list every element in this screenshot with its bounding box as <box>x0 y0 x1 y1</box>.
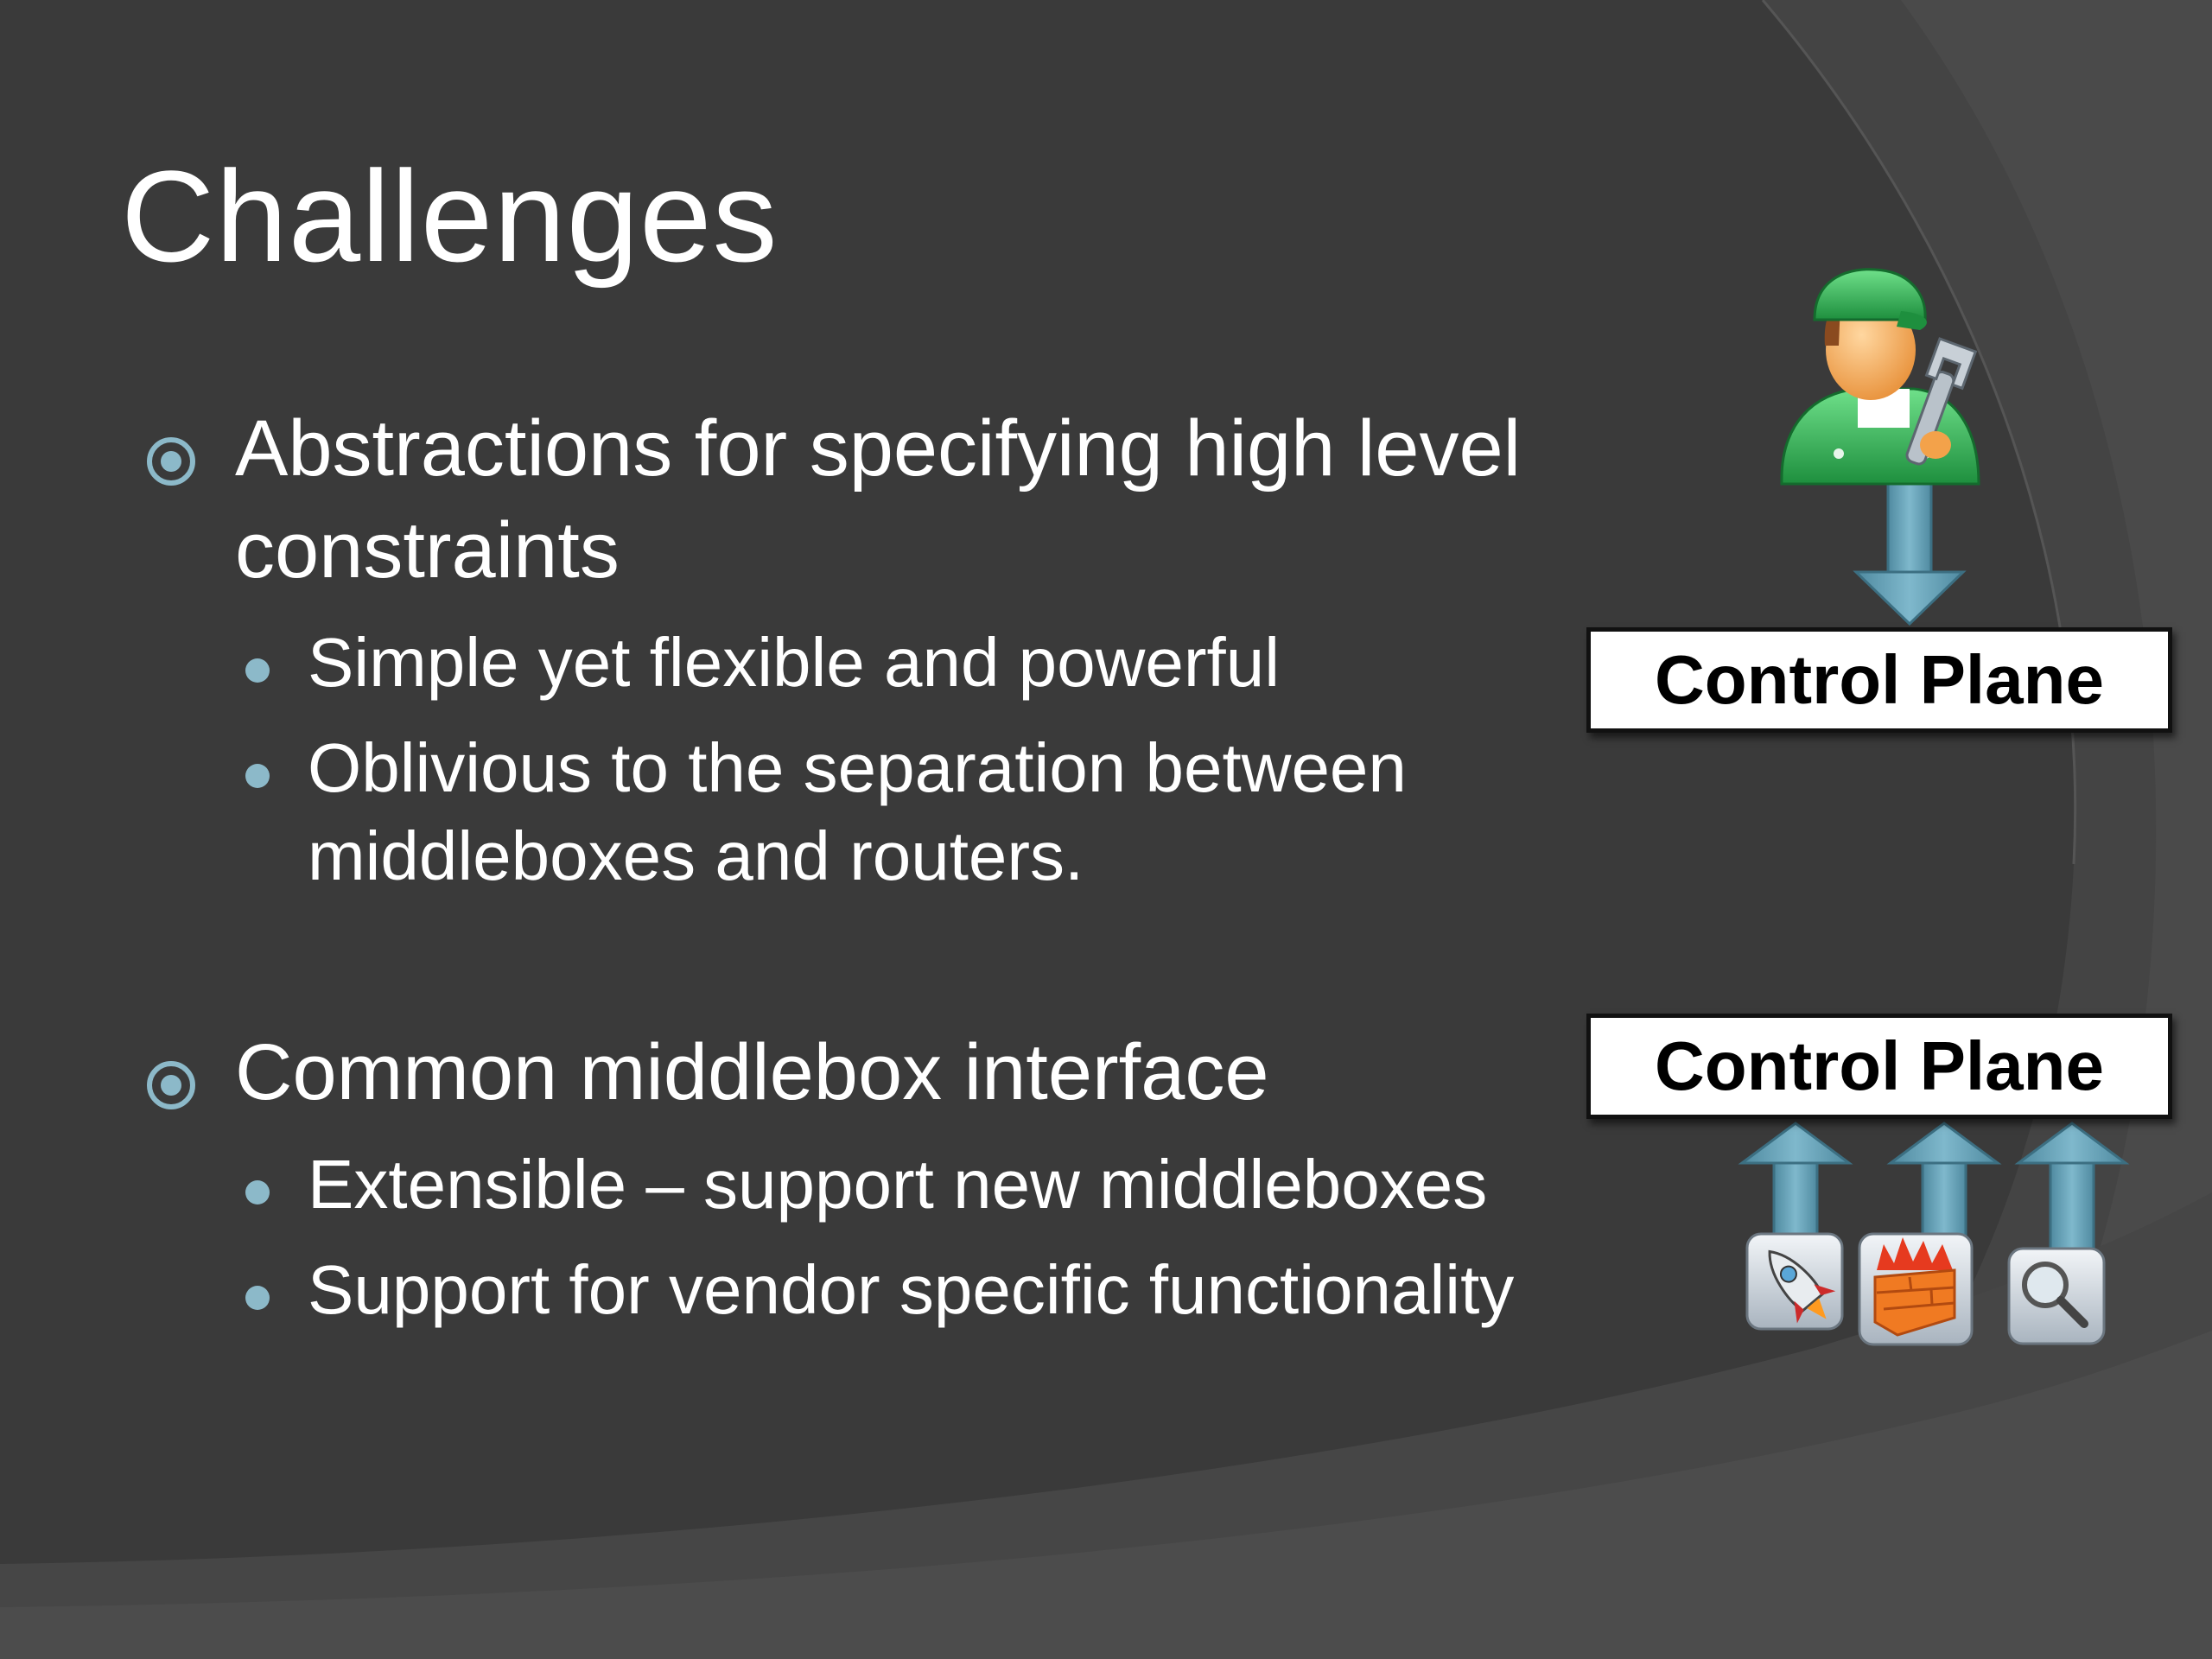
sub-bullet-item: Simple yet flexible and powerful <box>138 619 1659 707</box>
bullet-list: Abstractions for specifying high level c… <box>138 397 1659 1334</box>
target-bullet-icon <box>147 1061 195 1109</box>
bullet-item: Abstractions for specifying high level c… <box>138 397 1659 900</box>
dot-bullet-icon <box>245 1286 270 1310</box>
sub-bullet-item: Extensible – support new middleboxes <box>138 1141 1659 1229</box>
sub-bullet-item: Support for vendor specific functionalit… <box>138 1246 1659 1334</box>
control-plane-box-top: Control Plane <box>1586 627 2172 733</box>
sub-bullet-text: Support for vendor specific functionalit… <box>308 1251 1515 1328</box>
dot-bullet-icon <box>245 764 270 788</box>
dot-bullet-icon <box>245 658 270 683</box>
sub-bullet-item: Oblivious to the separation between midd… <box>138 724 1659 900</box>
target-bullet-icon <box>147 437 195 486</box>
sub-bullet-list: Simple yet flexible and powerful Oblivio… <box>235 619 1659 900</box>
sub-bullet-text: Simple yet flexible and powerful <box>308 624 1281 701</box>
slide-title: Challenges <box>121 143 779 289</box>
control-plane-box-bottom: Control Plane <box>1586 1014 2172 1119</box>
bullet-text: Abstractions for specifying high level c… <box>235 404 1522 594</box>
dot-bullet-icon <box>245 1180 270 1205</box>
sub-bullet-text: Extensible – support new middleboxes <box>308 1146 1488 1223</box>
bullet-text: Common middlebox interface <box>235 1028 1269 1116</box>
sub-bullet-list: Extensible – support new middleboxes Sup… <box>235 1141 1659 1334</box>
bullet-item: Common middlebox interface Extensible – … <box>138 1021 1659 1334</box>
sub-bullet-text: Oblivious to the separation between midd… <box>308 729 1407 894</box>
